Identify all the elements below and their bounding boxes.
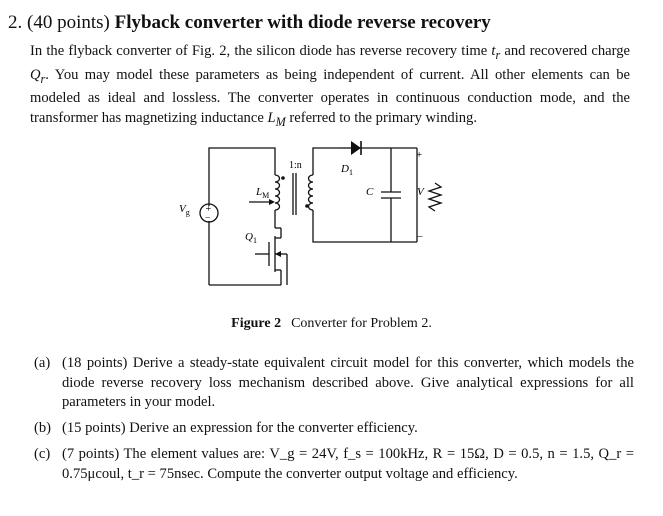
primary-dot bbox=[281, 176, 285, 180]
part-c-text: (7 points) The element values are: V_g =… bbox=[62, 445, 634, 482]
vg-minus-sign: – bbox=[205, 212, 211, 222]
output-plus-sign: + bbox=[416, 149, 422, 161]
vg-label: Vg bbox=[179, 203, 190, 217]
q1-label: Q1 bbox=[245, 231, 257, 245]
intro-text-1: In the flyback converter of Fig. 2, the … bbox=[30, 43, 492, 59]
intro-text-3: . You may model these parameters as bein… bbox=[30, 66, 630, 126]
problem-points: (40 points) bbox=[27, 12, 110, 33]
flyback-circuit-diagram: 1:n D1 LM Vg + – Q1 C V + – bbox=[179, 141, 444, 286]
problem-intro: In the flyback converter of Fig. 2, the … bbox=[30, 42, 630, 133]
part-b-text: (15 points) Derive an expression for the… bbox=[62, 420, 418, 437]
diode-triangle bbox=[351, 141, 361, 155]
problem-number: 2. bbox=[8, 12, 23, 33]
figure-caption: Figure 2 Converter for Problem 2. bbox=[0, 316, 663, 332]
figure-caption-label: Figure 2 bbox=[231, 316, 282, 331]
intro-qr-sub: r bbox=[40, 71, 46, 86]
part-a: (a) (18 points) Derive a steady-state eq… bbox=[34, 354, 634, 413]
problem-title: Flyback converter with diode reverse rec… bbox=[114, 12, 491, 33]
intro-text-2: and recovered charge bbox=[500, 43, 630, 59]
part-b-label: (b) bbox=[34, 420, 52, 437]
lm-label: LM bbox=[255, 186, 269, 200]
part-a-text: (18 points) Derive a steady-state equiva… bbox=[62, 355, 634, 411]
secondary-dot bbox=[305, 204, 309, 208]
part-b: (b) (15 points) Derive an expression for… bbox=[34, 419, 634, 439]
part-c: (c) (7 points) The element values are: V… bbox=[34, 445, 634, 484]
intro-tr-symbol: t bbox=[491, 43, 496, 59]
problem-heading: 2. (40 points) Flyback converter with di… bbox=[8, 12, 491, 34]
vg-plus-sign: + bbox=[206, 204, 212, 215]
gate-arrow-head bbox=[275, 251, 281, 257]
part-c-label: (c) bbox=[34, 445, 51, 462]
intro-lm-sub: M bbox=[275, 114, 286, 129]
capacitor-label: C bbox=[366, 186, 374, 198]
intro-text-4: referred to the primary winding. bbox=[285, 109, 478, 126]
figure-caption-text: Converter for Problem 2. bbox=[291, 316, 432, 331]
intro-qr-symbol: Q bbox=[30, 66, 41, 83]
turns-ratio-label: 1:n bbox=[289, 160, 302, 171]
part-a-label: (a) bbox=[34, 355, 51, 371]
d1-label: D1 bbox=[340, 163, 353, 177]
lm-arrow-head bbox=[269, 199, 275, 205]
intro-lm-symbol: L bbox=[267, 109, 276, 126]
intro-tr-sub: r bbox=[495, 47, 501, 62]
output-minus-sign: – bbox=[416, 230, 423, 242]
problem-parts: (a) (18 points) Derive a steady-state eq… bbox=[34, 354, 634, 490]
output-voltage-label: V bbox=[417, 186, 425, 198]
